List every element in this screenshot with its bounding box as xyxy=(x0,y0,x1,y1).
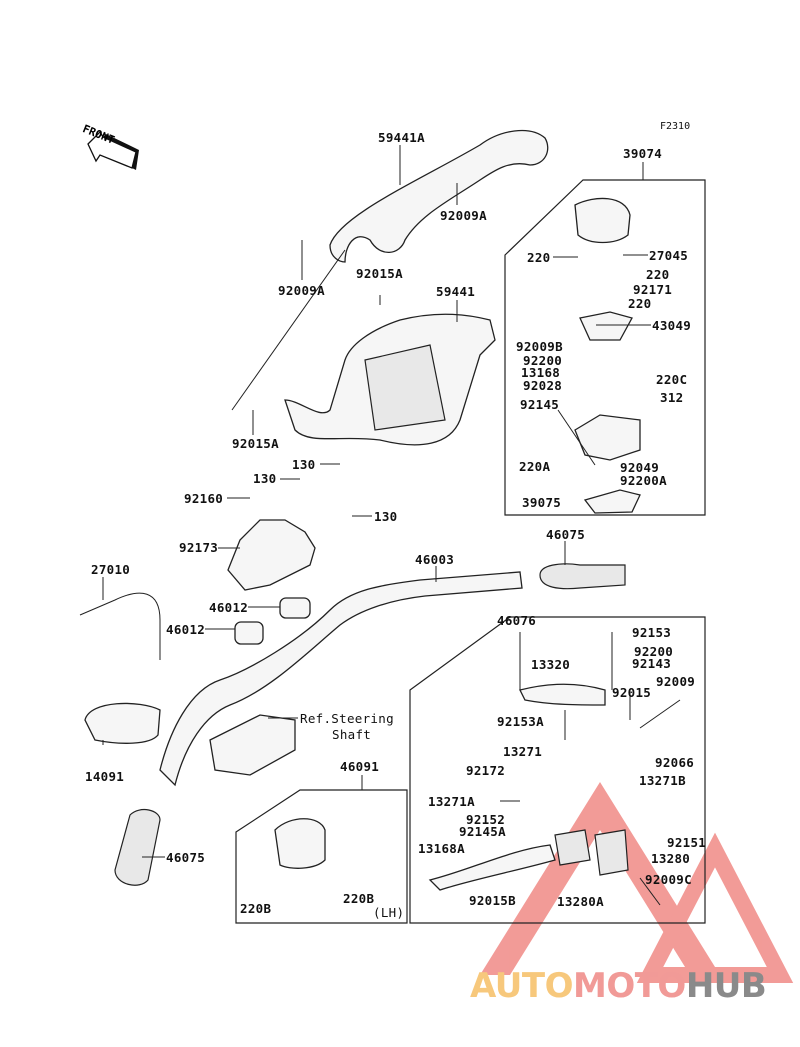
part-label-43049[interactable]: 43049 xyxy=(652,318,692,333)
part-label-92153[interactable]: 92153 xyxy=(632,625,672,640)
part-label-220B[interactable]: 220B xyxy=(343,891,375,906)
bracket-92173[interactable] xyxy=(227,519,316,591)
part-label-13280A[interactable]: 13280A xyxy=(557,894,604,909)
reference-note-steering-shaft: Ref.Steering xyxy=(300,711,394,726)
left-hand-note: (LH) xyxy=(373,905,405,920)
part-label-92143[interactable]: 92143 xyxy=(632,656,672,671)
switch-housing-46091[interactable] xyxy=(274,818,326,869)
holder-46012-a[interactable] xyxy=(279,597,311,619)
grip-46075-left[interactable] xyxy=(114,808,161,886)
switch-housing-39074[interactable] xyxy=(574,197,631,244)
part-label-130[interactable]: 130 xyxy=(374,509,398,524)
throttle-lever-39075[interactable] xyxy=(583,489,641,514)
part-label-92145[interactable]: 92145 xyxy=(520,397,560,412)
leader-lines xyxy=(102,145,681,906)
throttle-case[interactable] xyxy=(574,414,641,461)
cover-43049[interactable] xyxy=(579,311,633,341)
part-label-92173[interactable]: 92173 xyxy=(179,540,219,555)
part-label-13271A[interactable]: 13271A xyxy=(428,794,475,809)
grip-46075-right[interactable] xyxy=(539,563,626,590)
part-label-59441[interactable]: 59441 xyxy=(436,284,476,299)
part-label-92172[interactable]: 92172 xyxy=(466,763,506,778)
part-label-92015B[interactable]: 92015B xyxy=(469,893,516,908)
part-label-220A[interactable]: 220A xyxy=(519,459,551,474)
cover-14091[interactable] xyxy=(84,702,161,744)
part-label-13320[interactable]: 13320 xyxy=(531,657,571,672)
part-label-92152[interactable]: 92152 xyxy=(466,812,506,827)
watermark-text: AUTOMOTOHUB xyxy=(470,966,767,1006)
front-arrow-icon xyxy=(87,130,139,170)
part-label-13168A[interactable]: 13168A xyxy=(418,841,465,856)
part-label-92009A[interactable]: 92009A xyxy=(440,208,487,223)
part-label-92066[interactable]: 92066 xyxy=(655,755,695,770)
part-label-92049[interactable]: 92049 xyxy=(620,460,660,475)
reference-note-steering-shaft-2: Shaft xyxy=(332,727,372,742)
upper-cover-59441A[interactable] xyxy=(329,129,549,263)
part-label-59441A[interactable]: 59441A xyxy=(378,130,425,145)
part-label-220C[interactable]: 220C xyxy=(656,372,688,387)
part-label-92028[interactable]: 92028 xyxy=(523,378,563,393)
part-label-92200A[interactable]: 92200A xyxy=(620,473,667,488)
lever-13168A[interactable] xyxy=(428,844,556,891)
watermark-moto: MOTO xyxy=(572,966,686,1006)
part-label-13271B[interactable]: 13271B xyxy=(639,773,686,788)
part-label-92015A[interactable]: 92015A xyxy=(232,436,279,451)
part-label-92160[interactable]: 92160 xyxy=(184,491,224,506)
figure-code: F2310 xyxy=(660,121,691,132)
part-label-46075[interactable]: 46075 xyxy=(166,850,206,865)
part-label-220B[interactable]: 220B xyxy=(240,901,272,916)
part-label-92200[interactable]: 92200 xyxy=(634,644,674,659)
bracket-13280[interactable] xyxy=(594,829,629,876)
part-label-92200[interactable]: 92200 xyxy=(523,353,563,368)
part-label-46012[interactable]: 46012 xyxy=(209,600,249,615)
part-label-46076[interactable]: 46076 xyxy=(497,613,537,628)
part-label-92009C[interactable]: 92009C xyxy=(645,872,692,887)
holder-46012-b[interactable] xyxy=(234,621,264,645)
part-label-13168[interactable]: 13168 xyxy=(521,365,561,380)
switch-27010[interactable] xyxy=(79,592,161,660)
part-label-92015[interactable]: 92015 xyxy=(612,685,652,700)
part-label-27010[interactable]: 27010 xyxy=(91,562,131,577)
part-label-46012[interactable]: 46012 xyxy=(166,622,206,637)
bracket-13280A[interactable] xyxy=(554,829,591,866)
part-label-92009B[interactable]: 92009B xyxy=(516,339,563,354)
part-label-39075[interactable]: 39075 xyxy=(522,495,562,510)
part-label-39074[interactable]: 39074 xyxy=(623,146,663,161)
part-label-92015A[interactable]: 92015A xyxy=(356,266,403,281)
part-label-27045[interactable]: 27045 xyxy=(649,248,689,263)
part-label-46075[interactable]: 46075 xyxy=(546,527,586,542)
part-label-130[interactable]: 130 xyxy=(253,471,277,486)
part-label-13280[interactable]: 13280 xyxy=(651,851,691,866)
steering-clamp[interactable] xyxy=(209,714,296,776)
watermark-hub: HUB xyxy=(685,966,767,1006)
part-label-220[interactable]: 220 xyxy=(646,267,670,282)
part-label-92009A[interactable]: 92009A xyxy=(278,283,325,298)
part-label-13271[interactable]: 13271 xyxy=(503,744,543,759)
part-label-46003[interactable]: 46003 xyxy=(415,552,455,567)
part-label-92171[interactable]: 92171 xyxy=(633,282,673,297)
part-label-14091[interactable]: 14091 xyxy=(85,769,125,784)
part-label-92145A[interactable]: 92145A xyxy=(459,824,506,839)
watermark-auto: AUTO xyxy=(470,966,573,1006)
part-label-92009[interactable]: 92009 xyxy=(656,674,696,689)
part-label-220[interactable]: 220 xyxy=(527,250,551,265)
lever-13320[interactable] xyxy=(519,683,606,706)
watermark-logo-icon xyxy=(480,782,794,983)
handlebar-46003[interactable] xyxy=(159,571,523,787)
part-label-92153A[interactable]: 92153A xyxy=(497,714,544,729)
part-label-130[interactable]: 130 xyxy=(292,457,316,472)
part-label-92151[interactable]: 92151 xyxy=(667,835,707,850)
part-label-312[interactable]: 312 xyxy=(660,390,684,405)
part-label-220[interactable]: 220 xyxy=(628,296,652,311)
part-label-46091[interactable]: 46091 xyxy=(340,759,380,774)
